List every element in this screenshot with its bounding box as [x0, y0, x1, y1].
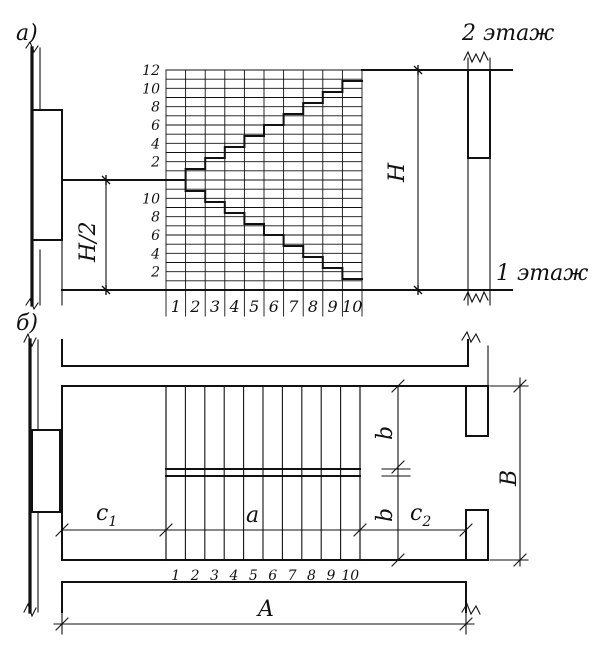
plan-step-number: 2 [190, 568, 200, 584]
march-length-label: a [246, 503, 259, 528]
total-length-label: A [256, 597, 274, 622]
section-step-number: 3 [210, 297, 220, 316]
section-step-number: 4 [229, 297, 240, 316]
length-dimension: c1 a c2 [55, 385, 473, 561]
upper-scale-label: 2 [150, 155, 160, 171]
panel-a-label: а) [16, 21, 38, 46]
march-width-top-label: b [373, 426, 398, 440]
lower-scale-label: 6 [151, 228, 160, 244]
lower-flight-scale: 10 8 6 4 2 [142, 191, 160, 280]
panel-b-label: б) [16, 311, 38, 336]
lower-scale-label: 10 [142, 191, 160, 207]
stair-width-dimension: B [489, 377, 529, 567]
section-step-number: 10 [342, 297, 362, 316]
landing-left-label: c1 [96, 501, 117, 530]
left-wall-plan [23, 332, 61, 618]
upper-scale-label: 4 [150, 136, 160, 152]
section-step-number: 5 [249, 297, 259, 316]
section-step-number: 1 [171, 297, 181, 316]
plan-step-number: 10 [341, 568, 359, 584]
section-step-number: 2 [189, 297, 200, 316]
plan-step-number: 5 [249, 568, 258, 584]
height-label: H [385, 162, 410, 183]
upper-scale-label: 8 [151, 100, 160, 116]
plan-step-number: 4 [228, 568, 238, 584]
upper-scale-label: 12 [142, 63, 160, 79]
upper-scale-label: 10 [142, 81, 160, 97]
top-wall-plan [61, 330, 481, 367]
stair-width-label: B [497, 470, 522, 487]
stairwell-outline [61, 345, 489, 561]
floor-1-label: 1 этаж [496, 261, 588, 286]
section-step-number: 8 [308, 297, 318, 316]
graph-grid [165, 69, 363, 317]
lower-scale-label: 8 [151, 210, 160, 226]
plan-step-number: 3 [210, 568, 219, 584]
plan-step-number: 9 [326, 568, 335, 584]
march-width-dimension: b b [373, 379, 411, 567]
lower-scale-label: 2 [150, 265, 160, 281]
section-step-number: 6 [269, 297, 279, 316]
march-width-bottom-label: b [373, 508, 398, 522]
total-length-dimension: A [53, 589, 475, 635]
plan-step-number: 6 [268, 568, 277, 584]
right-wall-section [463, 50, 491, 306]
lower-scale-label: 4 [150, 246, 160, 262]
landing-right-label: c2 [410, 501, 431, 530]
half-height-label: H/2 [76, 221, 101, 263]
height-dimension: H [385, 65, 423, 295]
plan-step-number: 8 [307, 568, 316, 584]
plan-step-number: 7 [288, 568, 297, 584]
stair-profile [165, 80, 363, 280]
stair-treads-plan [165, 385, 361, 561]
section-step-number: 9 [328, 297, 338, 316]
left-wall-section [25, 40, 63, 311]
plan-view: б) [16, 311, 529, 635]
section-step-number: 7 [288, 297, 299, 316]
upper-flight-scale: 12 10 8 6 4 2 [142, 63, 160, 171]
plan-step-number: 1 [171, 568, 180, 584]
half-height-dimension: H/2 [76, 175, 111, 295]
upper-scale-label: 6 [151, 118, 160, 134]
floor-2-label: 2 этаж [461, 21, 554, 46]
